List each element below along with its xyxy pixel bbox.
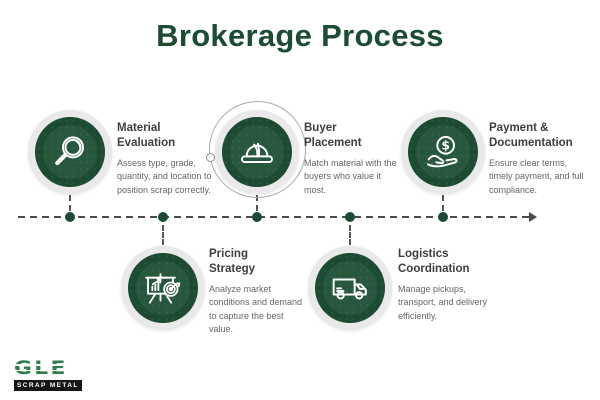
timeline-dashed-line xyxy=(18,216,530,218)
magnifier-icon xyxy=(50,132,90,172)
step1-circle xyxy=(28,110,112,194)
timeline-dot-1 xyxy=(65,212,75,222)
step3-circle: $ xyxy=(401,110,485,194)
chart-target-icon xyxy=(143,268,183,308)
step2-description: Match material with the buyers who value… xyxy=(304,157,397,195)
timeline-dot-2 xyxy=(158,212,168,222)
connector-step1 xyxy=(69,195,71,211)
decorative-ring xyxy=(209,101,306,198)
connector-step5 xyxy=(349,225,351,245)
step2-title: Buyer Placement xyxy=(304,122,362,149)
connector-step4 xyxy=(162,225,164,245)
timeline-dot-5 xyxy=(438,212,448,222)
step3-text: Payment & Documentation Ensure clear ter… xyxy=(489,121,600,197)
step5-description: Manage pickups, transport, and delivery … xyxy=(398,283,488,321)
connector-step3 xyxy=(442,195,444,211)
step1-title: Material Evaluation xyxy=(117,122,176,149)
svg-text:$: $ xyxy=(441,138,450,153)
step1-description: Assess type, grade, quantity, and locati… xyxy=(117,157,212,195)
logo-gle-text: GLE xyxy=(12,357,69,379)
step4-title: Pricing Strategy xyxy=(209,248,256,275)
timeline-dot-4 xyxy=(345,212,355,222)
step3-title: Payment & Documentation xyxy=(489,122,573,149)
step5-circle xyxy=(308,246,392,330)
hard-hat-icon xyxy=(237,132,277,172)
company-logo: GLE SCRAP METAL xyxy=(12,357,82,391)
step1-text: Material Evaluation Assess type, grade, … xyxy=(117,121,249,197)
hand-coin-icon: $ xyxy=(423,132,463,172)
truck-icon xyxy=(330,268,370,308)
connector-step2 xyxy=(256,195,258,211)
step4-text: Pricing Strategy Analyze market conditio… xyxy=(209,247,341,337)
step5-title: Logistics Coordination xyxy=(398,248,470,275)
page-title: Brokerage Process xyxy=(156,18,444,53)
timeline-arrowhead-icon xyxy=(529,212,537,222)
step4-circle xyxy=(121,246,205,330)
logo-tagline: SCRAP METAL xyxy=(14,380,82,391)
step2-circle xyxy=(215,110,299,194)
timeline-dot-3 xyxy=(252,212,262,222)
decorative-ring-node xyxy=(206,153,215,162)
step3-description: Ensure clear terms, timely payment, and … xyxy=(489,157,584,195)
step5-text: Logistics Coordination Manage pickups, t… xyxy=(398,247,530,323)
step2-text: Buyer Placement Match material with the … xyxy=(304,121,436,197)
step4-description: Analyze market conditions and demand to … xyxy=(209,283,303,335)
